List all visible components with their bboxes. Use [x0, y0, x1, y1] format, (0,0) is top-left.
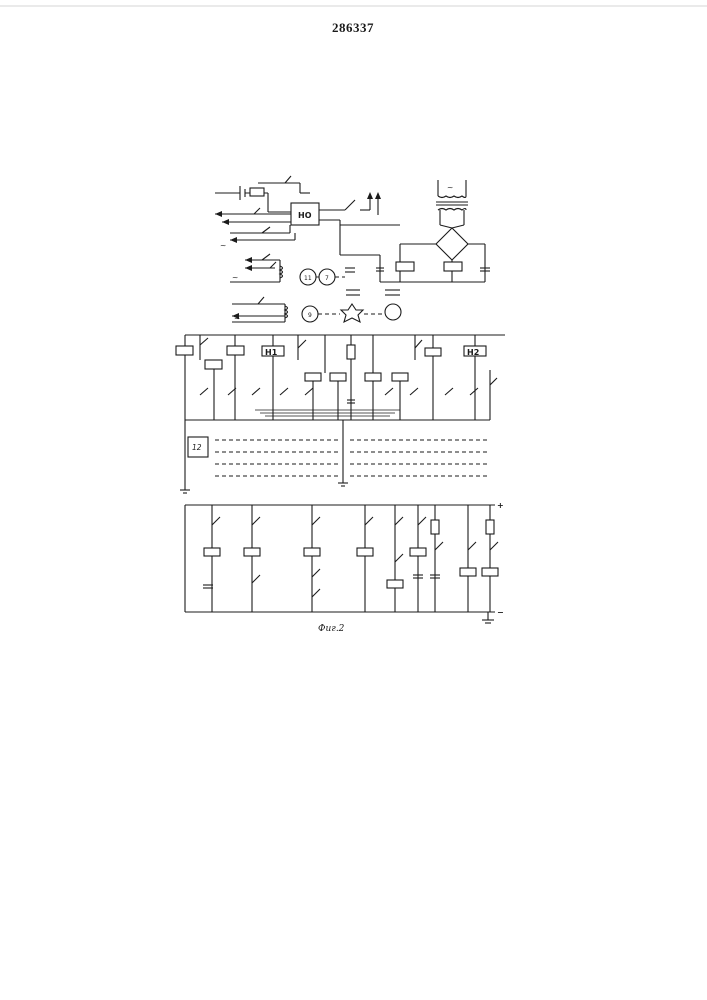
circle-7-label: 7 — [325, 275, 329, 282]
relay-p10 — [204, 548, 220, 556]
resistor-b2 — [486, 520, 494, 534]
bottom-section: + − — [185, 501, 504, 623]
ac-symbol-1: ~ — [220, 241, 226, 250]
circle-9-label: 9 — [308, 312, 312, 319]
resistor-mid — [347, 345, 355, 359]
relay-p7 — [365, 373, 381, 381]
relay-p11 — [244, 548, 260, 556]
figure-caption: Фиг.2 — [318, 624, 408, 634]
terminal-block-12-label: 12 — [192, 443, 202, 452]
minus-rail-label: − — [497, 608, 504, 617]
terminal-matrix-right — [350, 440, 490, 476]
relay-p5 — [305, 373, 321, 381]
lamp-icon — [385, 304, 401, 320]
rectifier-bridge — [436, 228, 468, 260]
relay-p8 — [392, 373, 408, 381]
middle-section: Н1 Н2 — [176, 335, 505, 493]
relay-p14 — [387, 580, 403, 588]
ac-symbol-2: ~ — [232, 273, 238, 282]
relay-p13 — [357, 548, 373, 556]
n1-label: Н1 — [265, 348, 278, 357]
relay-p1a — [396, 262, 414, 271]
relay-p9 — [425, 348, 441, 356]
relay-p12 — [304, 548, 320, 556]
top-section: НО ~ — [215, 176, 490, 323]
plus-rail-label: + — [497, 501, 504, 510]
relay-p4 — [227, 346, 244, 355]
relay-p16 — [460, 568, 476, 576]
n2-label: Н2 — [467, 348, 479, 357]
star-indicator — [341, 304, 363, 322]
ac-symbol-top: ~ — [447, 183, 453, 192]
no-block-label: НО — [298, 211, 312, 220]
relay-coil-right — [444, 262, 462, 271]
relay-p2 — [176, 346, 193, 355]
circle-11-label: 11 — [304, 275, 312, 282]
relay-p6 — [330, 373, 346, 381]
terminal-matrix-left — [215, 440, 340, 476]
ac-symbol-3: ~ — [234, 314, 240, 323]
relay-p15 — [410, 548, 426, 556]
relay-p3 — [205, 360, 222, 369]
relay-p17 — [482, 568, 498, 576]
resistor-b1 — [431, 520, 439, 534]
